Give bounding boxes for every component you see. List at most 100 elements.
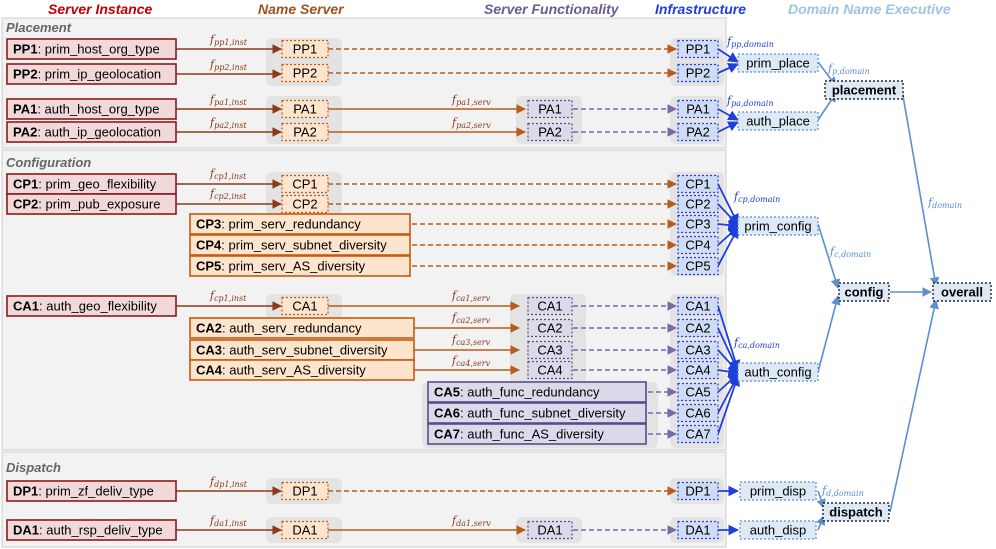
nameserver-node-da1-8-label: DA1 [292,523,317,538]
infrastructure-node-pa2-3-label: PA2 [686,125,710,140]
nameserver-node-pa2-3: PA2 [281,122,329,142]
nameserver-metric-node-ca3: CA3: auth_serv_subnet_diversity [189,339,415,361]
nameserver-metric-node-ca4-label: CA4: auth_serv_AS_diversity [196,363,366,378]
nameserver-node-cp2-5-label: CP2 [292,197,317,212]
aggregate-node-dispatch: dispatch [822,502,890,522]
instance-arrows [176,44,282,535]
infrastructure-node-ca2-10-label: CA2 [685,321,710,336]
infrastructure-node-ca3-11-label: CA3 [685,343,710,358]
instance-node-cp2-label: CP2: prim_pub_exposure [13,197,160,212]
instance-node-da1-label: DA1: auth_rsp_deliv_type [13,523,163,538]
infrastructure-node-cp5-8-label: CP5 [685,259,710,274]
function-label: fpa,domain [726,94,774,108]
instance-node-dp1: DP1: prim_zf_deliv_type [6,480,177,502]
infrastructure-node-dp1-16: DP1 [677,481,719,501]
functionality-node-ca3-4: CA3 [527,340,573,360]
header-infrastructure: Infrastructure [655,1,746,17]
infrastructure-node-cp2-5-label: CP2 [685,197,710,212]
function-label: fca2,serv [451,311,491,325]
function-label: fdomain [927,196,962,210]
header-name-server: Name Server [258,1,345,17]
nameserver-to-functionality-arrows [328,104,526,535]
infrastructure-node-da1-17: DA1 [677,520,719,540]
instance-node-cp1-label: CP1: prim_geo_flexibility [13,177,157,192]
domain-node-prim-disp-label: prim_disp [750,484,806,499]
header-server-instance: Server Instance [48,1,152,17]
functionality-node-pa1-0: PA1 [527,99,573,119]
section-title-configuration: Configuration [6,155,91,170]
infrastructure-node-ca7-15: CA7 [677,424,719,444]
infrastructure-node-ca5-13-label: CA5 [685,385,710,400]
aggregate-node-config: config [838,282,890,302]
infrastructure-node-pa1-2-label: PA1 [686,102,710,117]
nameserver-node-pp1-0-label: PP1 [293,42,318,57]
instance-node-pp2-label: PP2: prim_ip_geolocation [13,67,161,82]
nameserver-node-pa1-2: PA1 [281,99,329,119]
function-label: fdp1,inst [209,475,248,489]
instance-node-da1: DA1: auth_rsp_deliv_type [6,519,177,541]
aggregate-node-config-label: config [845,285,884,300]
function-label: fda1,inst [209,514,247,528]
functionality-node-da1-6-label: DA1 [537,523,562,538]
functionality-to-infrastructure-arrows [573,104,677,535]
infrastructure-node-ca3-11: CA3 [677,340,719,360]
function-label: fpa2,inst [209,116,247,130]
infrastructure-node-ca5-13: CA5 [677,382,719,402]
functionality-metric-node-ca7-label: CA7: auth_func_AS_diversity [434,427,604,442]
instance-node-pp1: PP1: prim_host_org_type [6,38,177,60]
domain-node-auth-place-label: auth_place [746,114,810,129]
infrastructure-node-cp3-6: CP3 [677,214,719,234]
nameserver-metric-node-cp5: CP5: prim_serv_AS_diversity [189,255,411,277]
functionality-node-pa1-0-label: PA1 [538,102,562,117]
domain-node-auth-place: auth_place [737,111,819,131]
functionality-node-da1-6: DA1 [527,520,573,540]
instance-node-ca1-label: CA1: auth_geo_flexibility [13,299,157,314]
domain-node-prim-config-label: prim_config [744,219,811,234]
nameserver-metric-node-ca2-label: CA2: auth_serv_redundancy [196,321,362,336]
function-label: fpp1,inst [209,33,248,47]
function-label: fca,domain [733,336,780,350]
instance-node-pa2-label: PA2: auth_ip_geolocation [13,125,161,140]
function-label: fpp2,inst [209,58,248,72]
instance-node-pa2: PA2: auth_ip_geolocation [6,121,177,143]
nameserver-metric-node-cp4: CP4: prim_serv_subnet_diversity [189,234,411,256]
header-server-functionality: Server Functionality [484,1,620,17]
infrastructure-node-pa1-2: PA1 [677,99,719,119]
function-label: fcp1,inst [209,167,247,181]
instance-node-cp2: CP2: prim_pub_exposure [6,193,177,215]
nameserver-node-pp2-1: PP2 [281,63,329,83]
infrastructure-node-cp2-5: CP2 [677,194,719,214]
infrastructure-node-cp1-4-label: CP1 [685,177,710,192]
infrastructure-node-pp1-0-label: PP1 [686,42,711,57]
nameserver-metric-node-ca3-label: CA3: auth_serv_subnet_diversity [196,343,388,358]
nameserver-node-cp1-4-label: CP1 [292,177,317,192]
nameserver-metric-node-cp3: CP3: prim_serv_redundancy [189,213,411,235]
functionality-node-ca2-3-label: CA2 [537,321,562,336]
functionality-metric-node-ca5-label: CA5: auth_func_redundancy [434,385,600,400]
infrastructure-node-cp3-6-label: CP3 [685,217,710,232]
infrastructure-node-ca4-12: CA4 [677,360,719,380]
function-label: fd,domain [821,484,864,498]
nameserver-node-dp1-7: DP1 [281,481,329,501]
instance-node-pa1: PA1: auth_host_org_type [6,98,177,120]
nameserver-node-ca1-6-label: CA1 [292,299,317,314]
domain-node-prim-disp: prim_disp [739,481,817,501]
infrastructure-node-ca6-14: CA6 [677,403,719,423]
infrastructure-node-cp4-7-label: CP4 [685,238,710,253]
domain-node-auth-disp: auth_disp [739,520,817,540]
nameserver-node-cp1-4: CP1 [281,174,329,194]
nameserver-node-pp1-0: PP1 [281,39,329,59]
section-title-dispatch: Dispatch [6,460,61,475]
functionality-node-ca4-5: CA4 [527,360,573,380]
nameserver-node-dp1-7-label: DP1 [292,484,317,499]
infrastructure-node-pp2-1: PP2 [677,63,719,83]
overall-node-label: overall [941,285,983,300]
nameserver-metric-node-cp4-label: CP4: prim_serv_subnet_diversity [196,238,387,253]
function-label: fda1,serv [451,514,491,528]
infrastructure-node-dp1-16-label: DP1 [685,484,710,499]
functionality-node-pa2-1-label: PA2 [538,125,562,140]
functionality-node-pa2-1: PA2 [527,122,573,142]
infrastructure-node-ca4-12-label: CA4 [685,363,710,378]
domain-node-prim-place: prim_place [737,53,819,73]
